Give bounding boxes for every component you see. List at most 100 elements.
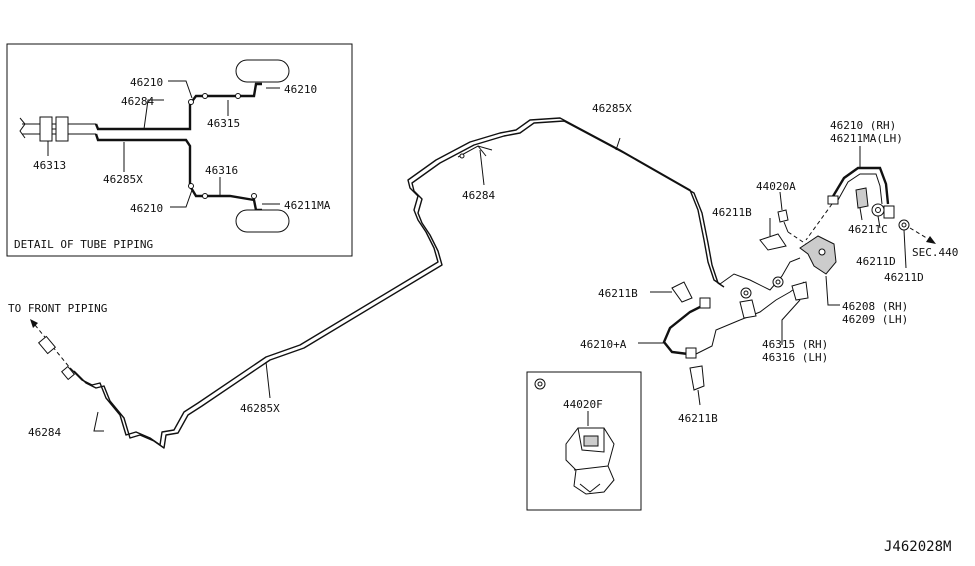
label-46210-rh: 46210 (RH) xyxy=(830,119,896,132)
front-tube-end-fitting xyxy=(61,365,75,381)
leader-detail-46284 xyxy=(143,99,164,130)
label-detail-46316: 46316 xyxy=(205,164,238,177)
clip-44020f-body xyxy=(565,427,615,495)
label-detail-46211ma: 46211MA xyxy=(284,199,331,212)
label-44020a: 44020A xyxy=(756,180,796,193)
label-detail-46210-right: 46210 xyxy=(284,83,317,96)
bracket-46211b-a xyxy=(671,281,693,303)
detail-wheel-cylinder-rh xyxy=(235,59,290,83)
hose-fitting-left xyxy=(827,195,839,205)
label-detail-46210-top: 46210 xyxy=(130,76,163,89)
label-46285x-top: 46285X xyxy=(592,102,632,115)
inset-frame xyxy=(526,371,642,511)
label-46211c: 46211C xyxy=(848,223,888,236)
hose-46210a-end-fitting xyxy=(699,297,711,309)
detail-connector-46313-a xyxy=(39,116,53,142)
washer-46211d-a-hole xyxy=(875,207,881,213)
label-46211b-c: 46211B xyxy=(678,412,718,425)
clip-46315-bracket xyxy=(739,299,757,319)
label-46284-left: 46284 xyxy=(28,426,61,439)
arrow-up-left-icon xyxy=(30,319,38,328)
leader-46211b-c xyxy=(697,389,701,406)
label-detail-46285x: 46285X xyxy=(103,173,143,186)
leader-46211c xyxy=(859,207,863,221)
leader-46284-mid xyxy=(479,149,485,186)
label-to-front-piping: TO FRONT PIPING xyxy=(8,302,107,315)
leader-detail-46210-top xyxy=(168,80,193,99)
leader-46211d-a xyxy=(877,215,881,229)
label-46285x-bottom: 46285X xyxy=(240,402,280,415)
hose-46210-inner xyxy=(837,173,883,205)
clip-44020f-foot xyxy=(579,483,601,493)
label-46210a: 46210+A xyxy=(580,338,627,351)
leader-44020a xyxy=(779,191,783,211)
label-46211ma-lh: 46211MA(LH) xyxy=(830,132,903,145)
hose-dashed-link xyxy=(805,203,833,241)
detail-clip-icon xyxy=(251,193,257,199)
label-detail-46210-bottom: 46210 xyxy=(130,202,163,215)
hose-46210a-start-fitting xyxy=(685,347,697,359)
bracket-46208-hole xyxy=(818,248,826,256)
tube-46316-route xyxy=(695,319,741,355)
bracket-46211b-c xyxy=(689,365,705,391)
detail-clip-icon xyxy=(202,193,208,199)
label-46208-rh: 46208 (RH) xyxy=(842,300,908,313)
front-union-fitting xyxy=(37,335,57,355)
bracket-46211b-b xyxy=(759,233,787,251)
tube-46285x-route xyxy=(69,117,721,446)
detail-clip-icon xyxy=(202,93,208,99)
detail-clip-icon xyxy=(235,93,241,99)
leader-46208 xyxy=(825,275,840,306)
clip-44020f-face xyxy=(577,427,605,453)
front-piping-dashed-line xyxy=(34,324,71,369)
bolt-44020a-shank xyxy=(783,221,789,233)
detail-box-frame xyxy=(6,43,353,257)
label-46211d-b: 46211D xyxy=(884,271,924,284)
inset-grommet-center xyxy=(537,381,543,387)
detail-tube-rh xyxy=(94,82,262,131)
detail-wheel-cylinder-lh xyxy=(235,209,290,233)
clip-44020f-slot xyxy=(583,435,599,447)
detail-connector-46313-b xyxy=(55,116,69,142)
diagram-code: J462028M xyxy=(884,539,951,555)
washer-46211d-b-hole xyxy=(901,222,907,228)
arrow-down-right-icon xyxy=(926,236,936,244)
tube-46285x-route-outline xyxy=(73,120,725,449)
bolt-44020a-head xyxy=(777,209,789,223)
label-46315-rh: 46315 (RH) xyxy=(762,338,828,351)
leader-46285x-bottom xyxy=(265,361,271,399)
leader-46211d-b xyxy=(903,229,907,269)
detail-of-tube-piping-box: 46210 46284 46210 46315 46313 46285X 463… xyxy=(6,43,353,257)
label-46211b-a: 46211B xyxy=(598,287,638,300)
detail-clip-icon xyxy=(188,99,194,105)
label-detail-46284: 46284 xyxy=(121,95,154,108)
label-46211b-b: 46211B xyxy=(712,206,752,219)
hose-46210a xyxy=(662,302,707,356)
label-sec440: SEC.440 xyxy=(912,246,958,259)
label-44020f: 44020F xyxy=(563,398,603,411)
label-46209-lh: 46209 (LH) xyxy=(842,313,908,326)
tube-46315-route xyxy=(719,257,801,291)
clip-46284-icon xyxy=(459,153,465,159)
inset-44020f-box: 44020F xyxy=(526,371,642,511)
label-46316-lh: 46316 (LH) xyxy=(762,351,828,364)
leader-46284-left xyxy=(93,411,104,432)
detail-tube-lh xyxy=(94,133,262,212)
leader-detail-46210-bottom xyxy=(170,189,193,208)
grommet-a-center xyxy=(743,290,749,296)
leader-46285x-top xyxy=(615,137,621,151)
detail-clip-icon xyxy=(188,183,194,189)
sec440-dashed-line xyxy=(909,227,931,241)
label-detail-46313: 46313 xyxy=(33,159,66,172)
tube-46284-bend xyxy=(477,145,487,157)
bracket-46208-46209 xyxy=(799,235,837,275)
grommet-b-center xyxy=(775,279,781,285)
detail-box-caption: DETAIL OF TUBE PIPING xyxy=(14,238,153,251)
label-46284-mid: 46284 xyxy=(462,189,495,202)
bolt-44020a-dashed xyxy=(787,231,807,245)
hose-fitting-right xyxy=(883,205,895,219)
label-46211d-a: 46211D xyxy=(856,255,896,268)
main-brake-tube: TO FRONT PIPING 46284 46285X 46285X 4628… xyxy=(8,102,958,449)
detail-cut-mark xyxy=(19,117,26,139)
